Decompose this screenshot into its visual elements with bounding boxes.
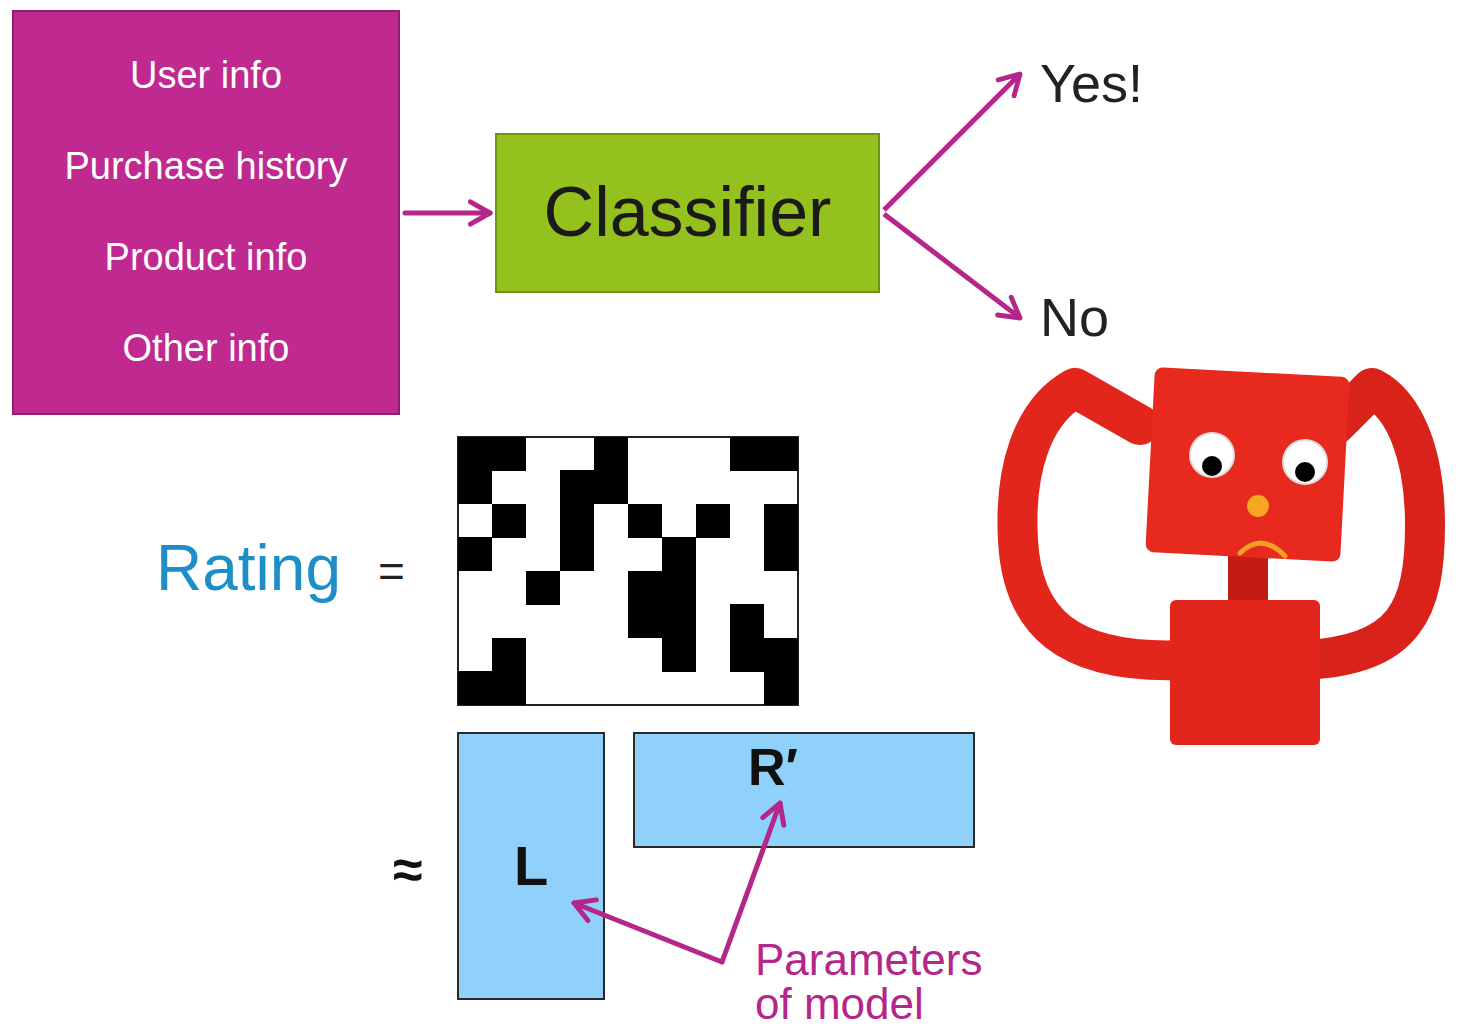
matrix-cell: [458, 437, 492, 471]
matrix-cell: [662, 571, 696, 605]
leader-arrow: [574, 903, 722, 962]
matrix-frame: [458, 437, 798, 705]
robot-pupil: [1295, 462, 1315, 482]
output-arrow: [884, 74, 1020, 210]
factor-matrix: L: [457, 732, 605, 1000]
node-text: User info: [130, 56, 282, 96]
matrix-cell: [526, 571, 560, 605]
matrix-cell: [560, 470, 594, 504]
rating-label: Rating: [156, 536, 341, 600]
matrix-cell: [594, 470, 628, 504]
matrix-cell: [764, 537, 798, 571]
rating-matrix: [458, 437, 798, 705]
output-label: Yes!: [1040, 56, 1143, 110]
robot-pupil: [1202, 456, 1222, 476]
node-text: L: [514, 837, 548, 896]
node-text: Product info: [105, 238, 308, 278]
matrix-cell: [458, 671, 492, 705]
output-label: No: [1040, 290, 1109, 344]
parameters-label: Parameters of model: [755, 938, 1023, 1026]
matrix-cell: [764, 437, 798, 471]
matrix-cell: [492, 437, 526, 471]
matrix-cell: [662, 638, 696, 672]
matrix-cell: [492, 504, 526, 538]
matrix-cell: [560, 537, 594, 571]
matrix-cell: [458, 537, 492, 571]
equals-sign: =: [378, 548, 405, 594]
matrix-cell: [492, 638, 526, 672]
robot-body: [1170, 600, 1320, 745]
matrix-cell: [662, 604, 696, 638]
matrix-cell: [594, 437, 628, 471]
robot-nose: [1247, 495, 1269, 517]
approx-sign: ≈: [393, 842, 423, 896]
matrix-cell: [764, 638, 798, 672]
robot-head: [1145, 367, 1349, 562]
flow-arrow: [405, 211, 490, 216]
matrix-cell: [628, 571, 662, 605]
matrix-cell: [628, 504, 662, 538]
matrix-cell: [560, 504, 594, 538]
robot-figure: [1017, 367, 1425, 745]
node-text: Classifier: [544, 176, 832, 250]
matrix-cell: [730, 437, 764, 471]
node-text: R′: [748, 740, 798, 795]
matrix-cell: [458, 470, 492, 504]
node-text: Other info: [123, 329, 290, 369]
matrix-cell: [764, 504, 798, 538]
matrix-cell: [730, 638, 764, 672]
factor-matrix: R′: [633, 732, 975, 848]
classifier-box: Classifier: [495, 133, 880, 293]
matrix-cell: [730, 604, 764, 638]
matrix-cell: [492, 671, 526, 705]
robot-eye: [1283, 440, 1327, 484]
robot-eye: [1190, 433, 1234, 477]
output-arrow: [884, 214, 1020, 318]
node-text: Purchase history: [64, 147, 347, 187]
matrix-cell: [662, 537, 696, 571]
robot-mouth: [1240, 543, 1285, 556]
matrix-cell: [628, 604, 662, 638]
matrix-cell: [764, 671, 798, 705]
matrix-cell: [696, 504, 730, 538]
input-box: User infoPurchase historyProduct infoOth…: [12, 10, 400, 415]
